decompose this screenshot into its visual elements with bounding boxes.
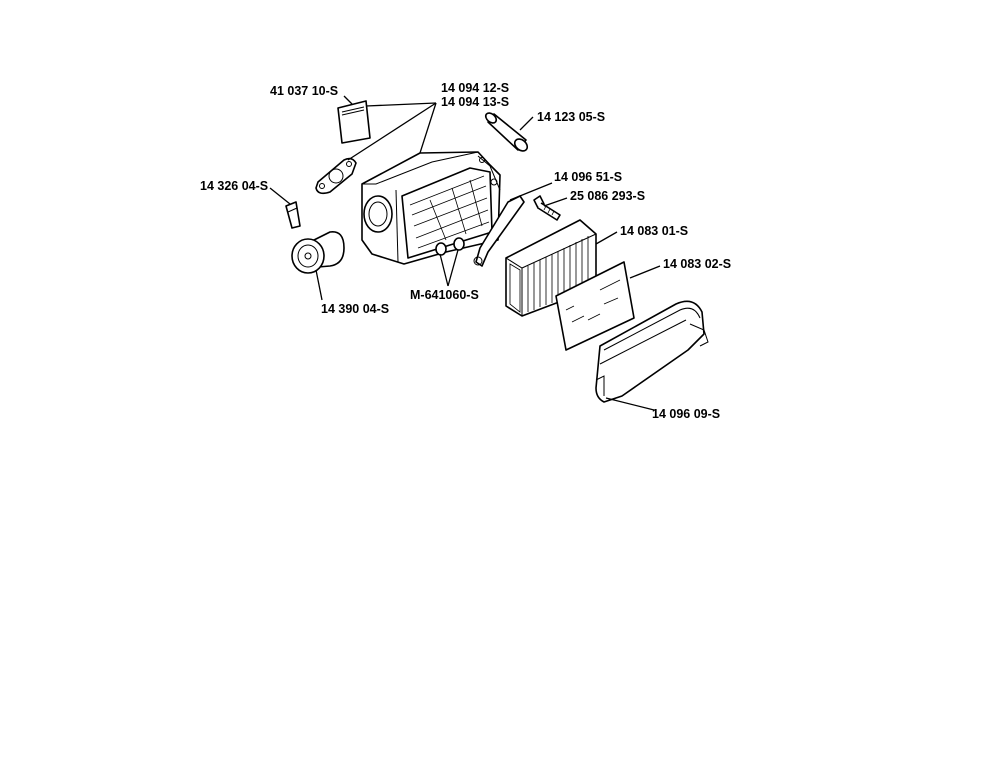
- label-bracket: 14 096 51-S: [554, 170, 623, 184]
- air-filter-housing: [361, 151, 501, 265]
- label-cover: 14 096 09-S: [652, 407, 721, 421]
- label-decal: 41 037 10-S: [270, 84, 339, 98]
- label-screw: 25 086 293-S: [570, 189, 646, 203]
- leader-lines: [269, 95, 661, 411]
- label-prefilter: 14 083 02-S: [663, 257, 732, 271]
- decal-part: [337, 100, 371, 144]
- cover-part: [595, 300, 709, 403]
- label-gasket-b: 14 094 13-S: [441, 95, 510, 109]
- label-clip: 14 326 04-S: [200, 179, 269, 193]
- label-tube: 14 123 05-S: [537, 110, 606, 124]
- label-filter: 14 083 01-S: [620, 224, 689, 238]
- bracket-part: [473, 195, 525, 267]
- knob-part: [291, 231, 345, 274]
- gasket-part: [315, 157, 357, 195]
- clip-part: [285, 201, 301, 229]
- label-knob: 14 390 04-S: [321, 302, 390, 316]
- prefilter-part: [555, 261, 635, 351]
- tube-part: [484, 112, 529, 152]
- label-nuts: M-641060-S: [410, 288, 479, 302]
- nuts-part: [435, 237, 465, 256]
- label-gasket-a: 14 094 12-S: [441, 81, 510, 95]
- screw-part: [533, 195, 561, 221]
